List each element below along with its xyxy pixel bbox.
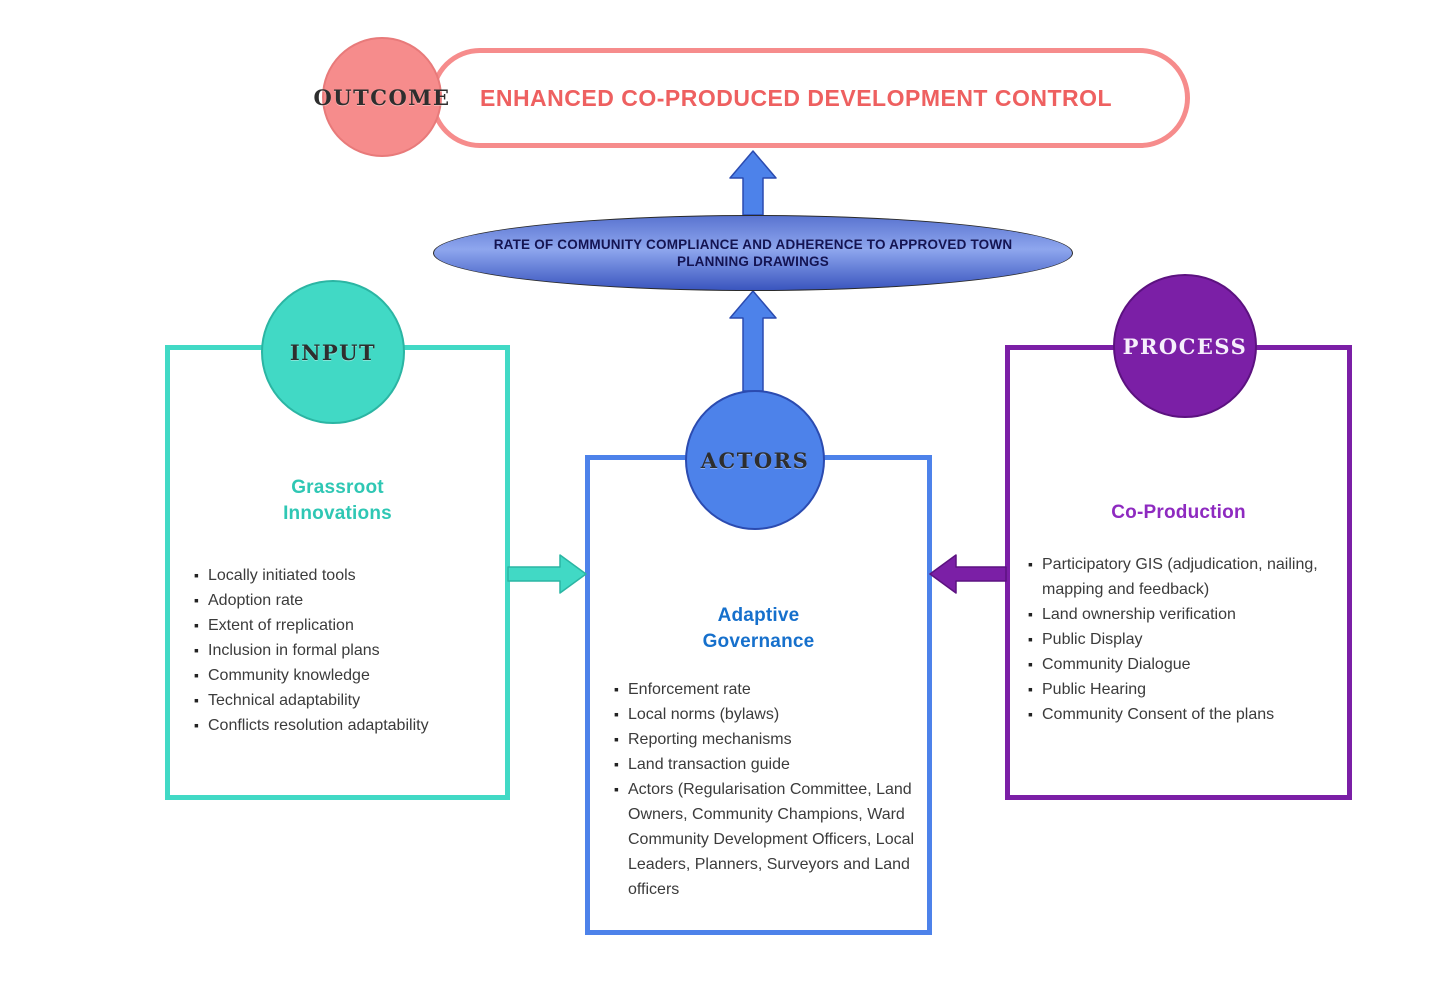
actors-panel: Adaptive Governance Enforcement rateLoca… [585,455,932,935]
input-panel-title: Grassroot Innovations [283,477,392,524]
list-item: Public Hearing [1028,677,1335,702]
list-item: Community knowledge [194,663,493,688]
list-item: Enforcement rate [614,677,915,702]
list-item: Conflicts resolution adaptability [194,713,493,738]
actors-badge-label: ACTORS [700,447,810,473]
input-panel-list: Locally initiated toolsAdoption rateExte… [170,563,505,738]
input-badge: INPUT [261,280,405,424]
input-badge-label: INPUT [289,339,377,365]
list-item: Technical adaptability [194,688,493,713]
list-item: Locally initiated tools [194,563,493,588]
process-panel-title: Co-Production [1111,502,1246,523]
process-panel-list: Participatory GIS (adjudication, nailing… [1010,552,1347,727]
arrow-up-actors-to-compliance [729,290,777,392]
list-item: Adoption rate [194,588,493,613]
list-item: Participatory GIS (adjudication, nailing… [1028,552,1335,602]
outcome-label: ENHANCED CO-PRODUCED DEVELOPMENT CONTROL [480,84,1113,111]
actors-panel-title: Adaptive Governance [702,605,815,652]
list-item: Public Display [1028,627,1335,652]
list-item: Local norms (bylaws) [614,702,915,727]
list-item: Community Consent of the plans [1028,702,1335,727]
list-item: Community Dialogue [1028,652,1335,677]
process-badge-label: PROCESS [1122,333,1248,359]
actors-panel-list: Enforcement rateLocal norms (bylaws)Repo… [590,677,927,902]
outcome-pill: ENHANCED CO-PRODUCED DEVELOPMENT CONTROL [430,48,1190,148]
list-item: Reporting mechanisms [614,727,915,752]
list-item: Actors (Regularisation Committee, Land O… [614,777,915,902]
outcome-badge-label: OUTCOME [313,84,451,110]
list-item: Inclusion in formal plans [194,638,493,663]
compliance-label: RATE OF COMMUNITY COMPLIANCE AND ADHEREN… [493,237,1013,269]
list-item: Land ownership verification [1028,602,1335,627]
arrow-left-process-to-actors [929,554,1007,594]
list-item: Extent of rreplication [194,613,493,638]
actors-badge: ACTORS [685,390,825,530]
process-badge: PROCESS [1113,274,1257,418]
process-panel: Co-Production Participatory GIS (adjudic… [1005,345,1352,800]
list-item: Land transaction guide [614,752,915,777]
arrow-up-compliance-to-outcome [729,150,777,216]
arrow-right-input-to-actors [507,554,587,594]
outcome-badge: OUTCOME [314,37,449,157]
compliance-ellipse: RATE OF COMMUNITY COMPLIANCE AND ADHEREN… [433,215,1073,291]
